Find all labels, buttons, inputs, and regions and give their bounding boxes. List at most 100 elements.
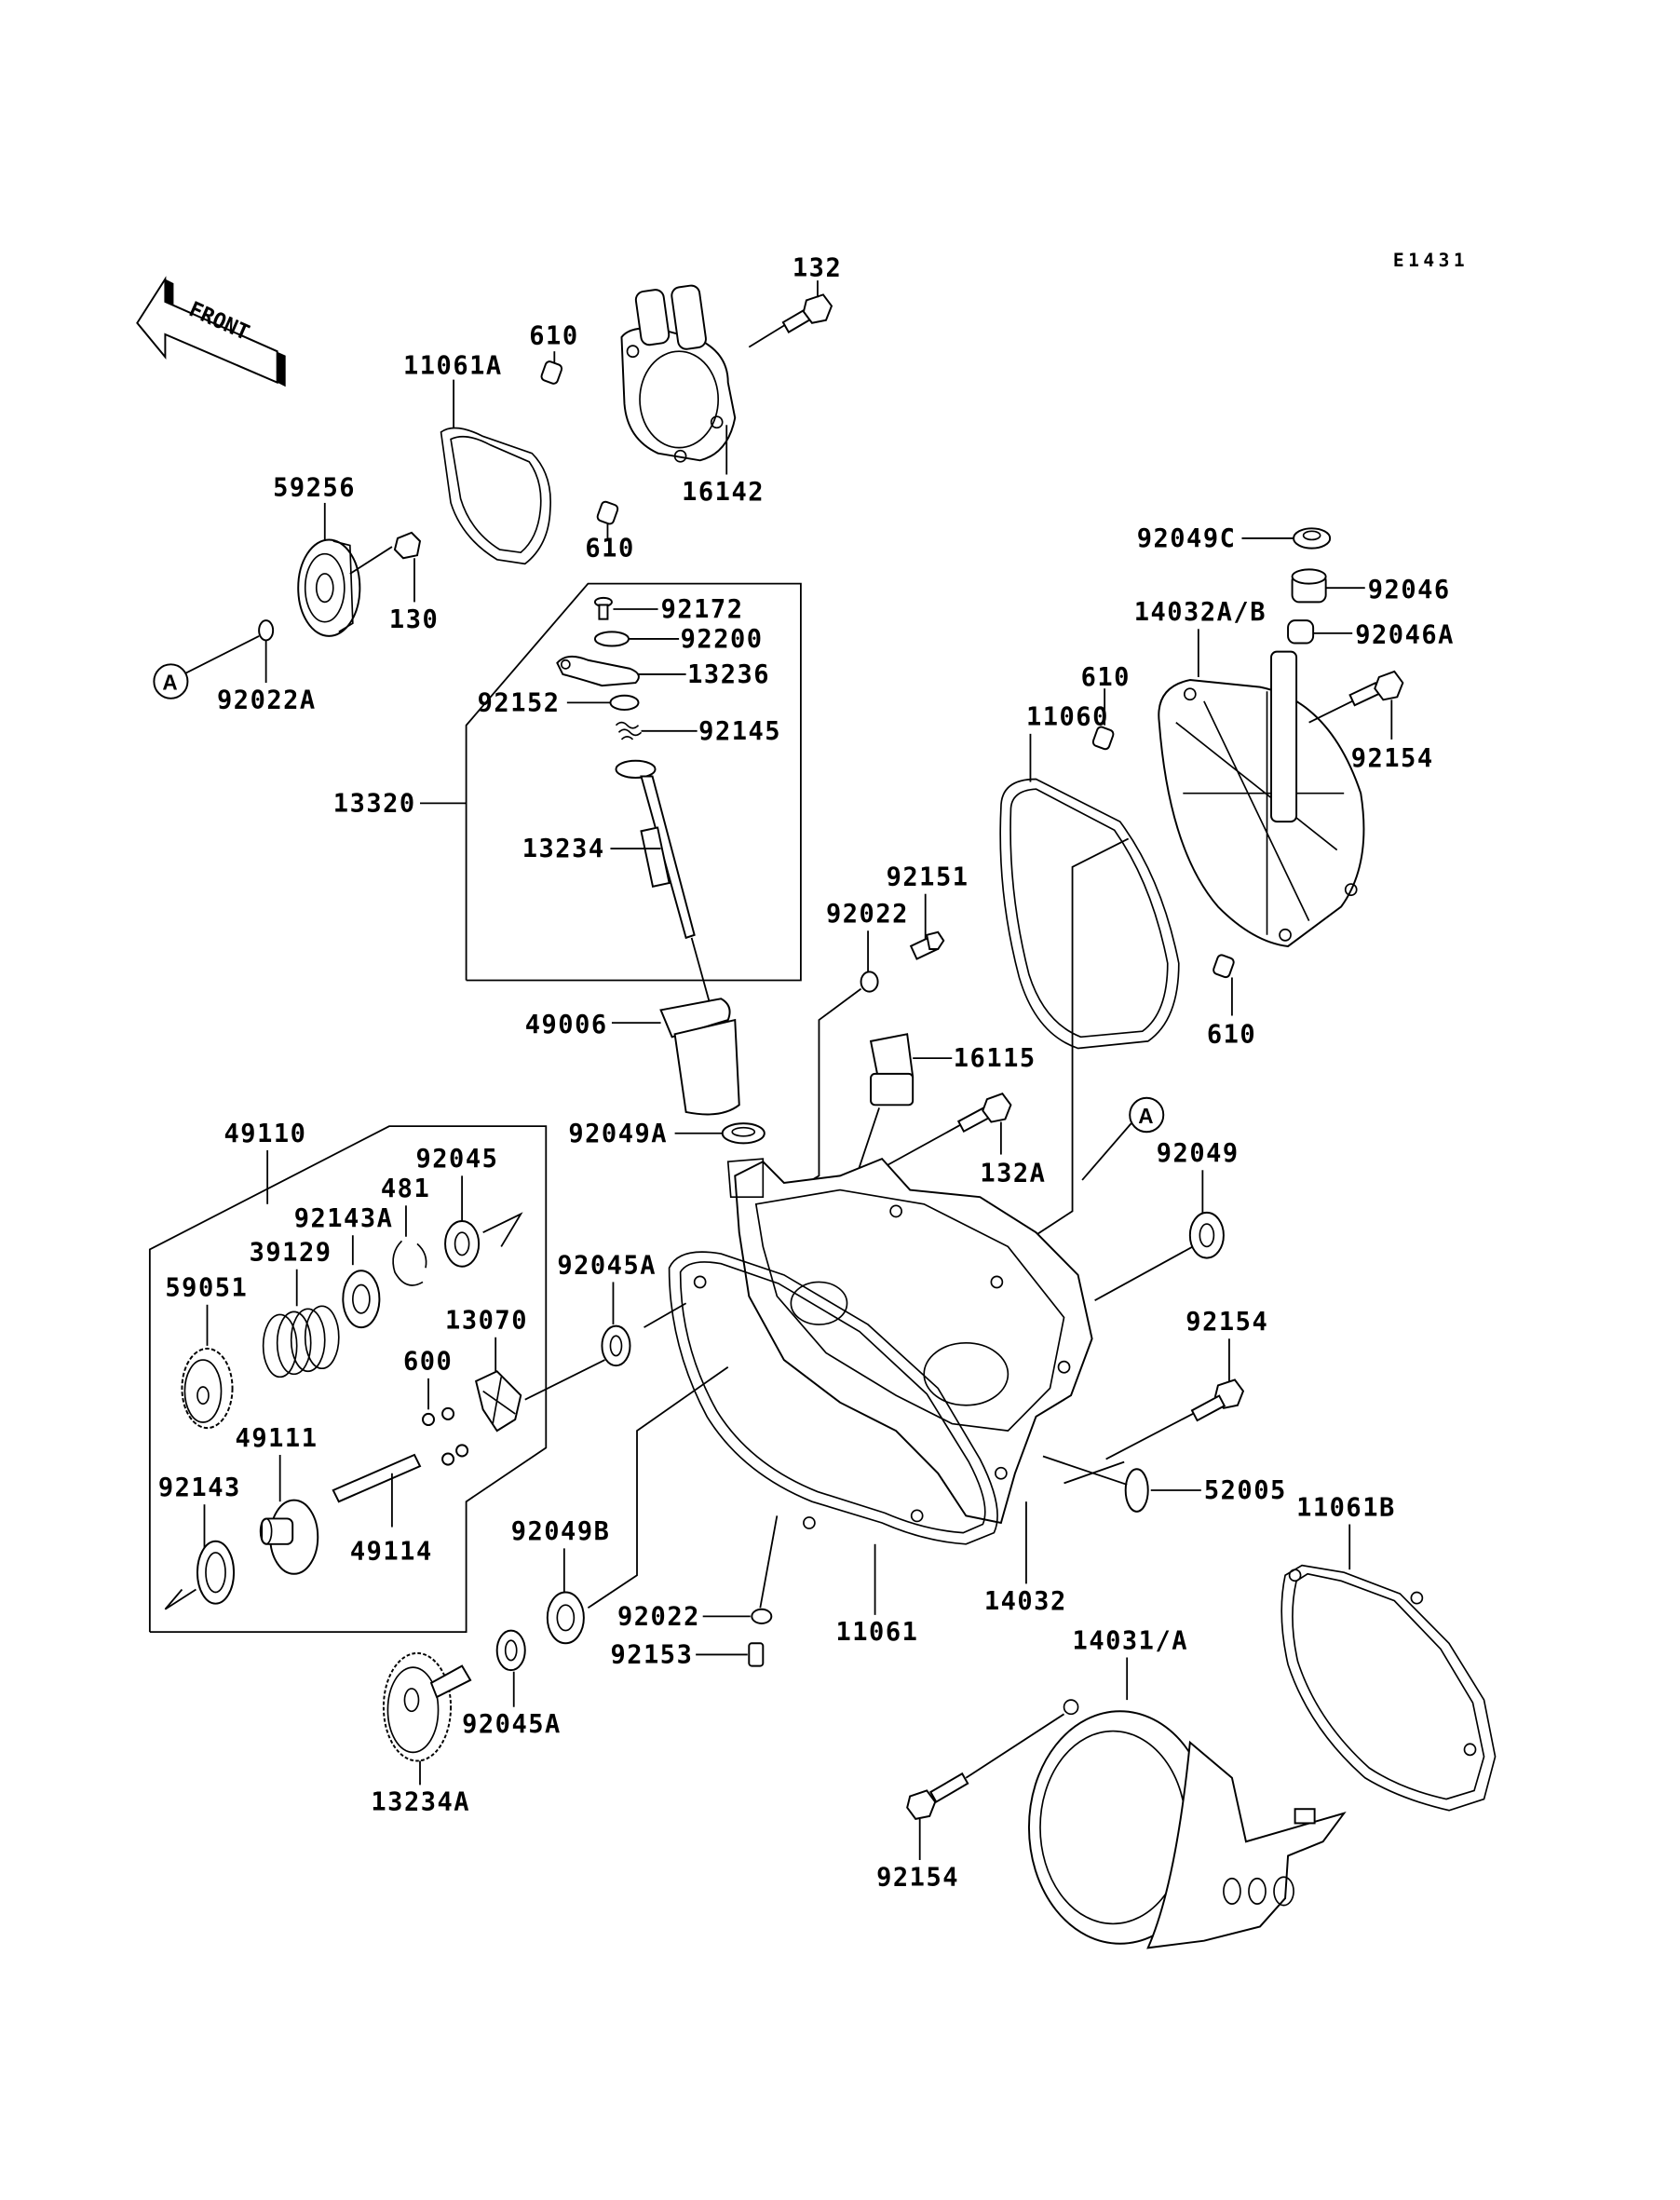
- part-label-132A: 132A: [980, 1159, 1046, 1188]
- bolt-92151-icon: [909, 930, 945, 960]
- front-arrow-icon: FRONT: [136, 276, 286, 387]
- impeller-59256-icon: [297, 502, 393, 637]
- part-label-92046: 92046: [1368, 576, 1451, 604]
- part-label-92143A: 92143A: [294, 1204, 394, 1233]
- dowel-pin-610-icon: [540, 351, 563, 385]
- part-label-13234: 13234: [522, 835, 605, 863]
- seal-92049-icon: [1094, 1211, 1225, 1302]
- diagram-code: E1431: [1393, 250, 1469, 271]
- seal-92143-icon: [164, 1540, 236, 1610]
- holder-49111-icon: [259, 1499, 319, 1575]
- bearing-92045-icon: [444, 1212, 523, 1268]
- lever-13236-icon: [556, 655, 686, 687]
- impeller-13070-icon: [474, 1359, 605, 1433]
- part-label-11061: 11061: [835, 1618, 918, 1647]
- part-label-92145: 92145: [698, 717, 781, 746]
- seal-92143A-icon: [342, 1270, 381, 1329]
- part-label-92151: 92151: [887, 862, 969, 891]
- bolt-92153-icon: [696, 1642, 765, 1667]
- part-label-49110: 49110: [224, 1120, 307, 1148]
- part-label-13236: 13236: [687, 660, 770, 689]
- washer-92152-icon: [566, 694, 640, 711]
- washer-92022-icon: [702, 1515, 779, 1624]
- part-label-92200: 92200: [681, 625, 764, 654]
- bearing-92046-icon: [1291, 568, 1365, 604]
- part-label-92045A-upper: 92045A: [557, 1251, 657, 1280]
- part-label-92045A-lower: 92045A: [462, 1710, 562, 1739]
- part-label-11060: 11060: [1026, 703, 1109, 732]
- part-label-92143: 92143: [158, 1473, 241, 1502]
- circlip-481-icon: [392, 1240, 427, 1286]
- bevel-gear-59051-icon: [181, 1347, 234, 1430]
- part-label-610-top: 610: [529, 321, 578, 350]
- shaft-13234-icon: [610, 759, 712, 1010]
- part-label-610-right: 610: [1081, 663, 1131, 692]
- seal-92049B-icon: [546, 1365, 729, 1645]
- part-label-59256: 59256: [273, 473, 356, 502]
- part-label-13234A: 13234A: [371, 1788, 470, 1817]
- oil-filler-plug-16115-icon: [846, 1033, 953, 1205]
- part-label-59051: 59051: [165, 1274, 248, 1303]
- part-label-130: 130: [389, 605, 439, 634]
- part-label-11061B: 11061B: [1296, 1493, 1396, 1522]
- kick-gear-13234A-icon: [382, 1651, 472, 1786]
- part-label-92172: 92172: [661, 595, 744, 624]
- part-label-13070: 13070: [445, 1306, 528, 1335]
- balls-600-icon: [422, 1406, 469, 1466]
- leader-line: [1028, 837, 1130, 1241]
- seal-92049C-icon: [1241, 527, 1332, 550]
- part-label-14031-A: 14031/A: [1073, 1626, 1189, 1655]
- part-label-92049A: 92049A: [568, 1120, 668, 1148]
- dowel-pin-610-icon: [1091, 688, 1115, 751]
- bolt-130-icon: [393, 531, 422, 603]
- part-label-92049C: 92049C: [1137, 524, 1237, 553]
- reference-marker-A-right: A: [1129, 1096, 1165, 1134]
- part-label-610-lower-right: 610: [1207, 1020, 1256, 1049]
- part-label-610-mid: 610: [585, 535, 634, 564]
- water-pump-cover-16142-icon: [620, 284, 737, 475]
- part-label-92022A: 92022A: [217, 686, 317, 714]
- washer-92200-icon: [593, 631, 680, 647]
- part-label-92022-lower: 92022: [617, 1602, 700, 1631]
- part-label-49111: 49111: [236, 1424, 318, 1453]
- magneto-cover-14031A-icon: [1027, 1699, 1347, 1949]
- bracket-49006-icon: [611, 998, 740, 1116]
- part-label-16115: 16115: [954, 1044, 1036, 1073]
- spring-92145-icon: [615, 721, 698, 740]
- seal-92045A-icon: [601, 1302, 687, 1367]
- part-label-92154-mid: 92154: [1185, 1308, 1268, 1337]
- dowel-pin-610-icon: [596, 500, 619, 538]
- bushing-92046A-icon: [1287, 619, 1353, 645]
- part-label-16142: 16142: [682, 478, 765, 507]
- part-label-92152: 92152: [478, 688, 561, 717]
- part-label-14032: 14032: [984, 1587, 1067, 1616]
- svg-text:A: A: [162, 671, 177, 695]
- gasket-11061A-icon: [440, 379, 551, 565]
- washer-92022A-icon: [185, 619, 275, 684]
- washer-92022-icon: [860, 971, 879, 993]
- part-label-92049: 92049: [1157, 1139, 1240, 1168]
- seal-92045A-icon: [495, 1629, 526, 1707]
- part-label-600: 600: [403, 1348, 453, 1377]
- bolt-132-icon: [748, 280, 833, 348]
- part-label-14032A-B: 14032A/B: [1134, 598, 1267, 627]
- bolt-92154-icon: [906, 1713, 1065, 1860]
- part-label-92046A: 92046A: [1355, 620, 1455, 649]
- gasket-11061B-icon: [1280, 1564, 1497, 1812]
- clutch-cover-14032-icon: [726, 1157, 1093, 1525]
- gasket-11060-icon: [999, 778, 1180, 1050]
- assembly-box-49110: [148, 1125, 548, 1634]
- clutch-inner-cover-14032AB-icon: [1158, 650, 1365, 948]
- part-label-481: 481: [381, 1175, 430, 1203]
- part-label-49006: 49006: [525, 1011, 608, 1039]
- part-label-92022-upper: 92022: [826, 900, 909, 929]
- bolt-92154-icon: [1105, 1378, 1245, 1460]
- part-label-132: 132: [793, 253, 842, 282]
- part-label-52005: 52005: [1204, 1476, 1287, 1505]
- part-label-92153: 92153: [610, 1640, 693, 1669]
- part-label-92154-bottom: 92154: [876, 1863, 959, 1892]
- part-label-13320: 13320: [333, 789, 416, 818]
- shaft-49114-icon: [332, 1453, 422, 1528]
- part-label-92154-right: 92154: [1351, 744, 1434, 773]
